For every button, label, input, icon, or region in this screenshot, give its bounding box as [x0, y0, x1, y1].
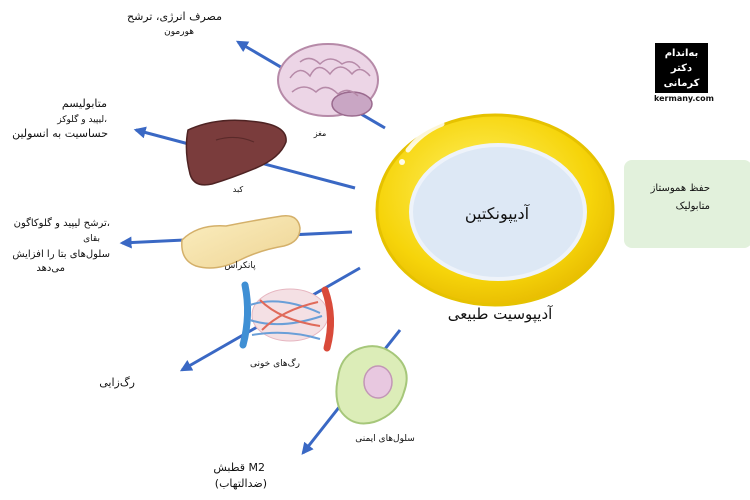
brain-illustration: [277, 43, 379, 117]
brand-logo: به‌اندام دکتر کرمانی: [655, 43, 708, 93]
nucleus-adiponectin-area: [409, 143, 587, 281]
immune-label: سلول‌های ایمنی: [355, 434, 415, 444]
liver-label: کبد: [233, 185, 244, 194]
immune-effect-line1: قطبش M2: [213, 461, 265, 474]
logo-line3: کرمانی: [663, 78, 700, 89]
liver-effect-line1: متابولیسم: [62, 97, 107, 110]
pancreas-effect-line1: ترشح لیپید و گلوکاگون،: [14, 217, 110, 229]
liver-effect-line3: حساسیت به انسولین: [12, 127, 108, 140]
logo-line2: دکتر: [670, 63, 693, 74]
logo-line1: به‌اندام: [664, 48, 699, 59]
pancreas-illustration: [181, 215, 301, 269]
pancreas-effect-line2: بقای: [83, 234, 100, 244]
brain-effect-line1: مصرف انرژی، ترشح: [127, 10, 222, 23]
homeostasis-line2: متابولیک: [675, 201, 710, 212]
pancreas-label: پانکراس: [224, 261, 256, 271]
homeostasis-box: [624, 160, 750, 248]
adipocyte-cell: [375, 113, 615, 307]
immune-effect-line2: (ضدالتهاب): [215, 477, 267, 490]
hormone-label: آدیپونکتین: [465, 204, 531, 224]
blood-vessels-illustration: [239, 281, 334, 352]
logo-url: kermany.com: [654, 94, 714, 103]
immune-cell-illustration: [335, 345, 408, 425]
vessels-effect-line1: رگ‌زایی: [99, 376, 135, 389]
vessels-label: رگ‌های خونی: [250, 357, 300, 369]
pancreas-effect-line3: سلول‌های بتا را افزایش: [12, 249, 110, 260]
homeostasis-line1: حفظ هموستاز: [650, 183, 710, 194]
liver-effect-line2: لیپید و گلوکز،: [56, 113, 107, 125]
brain-effect-line2: هورمون: [164, 27, 194, 37]
brain-label: مغز: [313, 129, 327, 138]
liver-illustration: [185, 119, 287, 186]
pancreas-effect-line4: می‌دهد: [36, 263, 65, 274]
cell-label: آدیپوسیت طبیعی: [448, 305, 553, 324]
